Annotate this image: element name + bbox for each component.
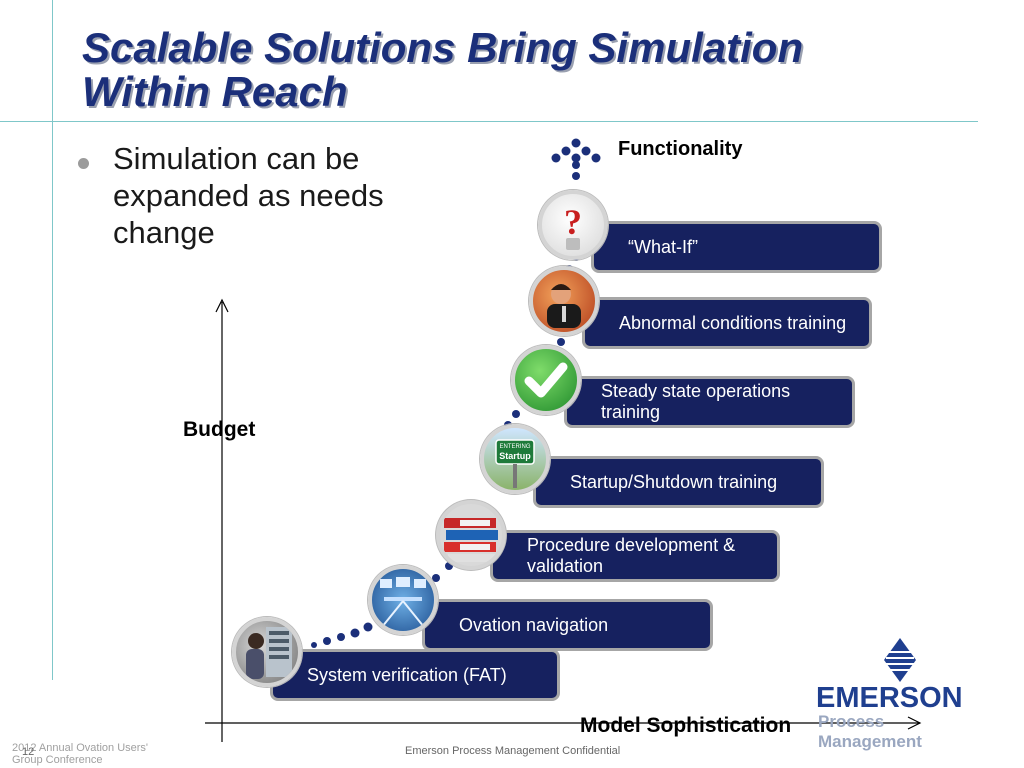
step-steady-state: Steady state operations training <box>564 376 855 428</box>
step-label: System verification (FAT) <box>307 664 507 685</box>
sign-entering-text: ENTERING <box>499 444 530 450</box>
x-axis-label: Model Sophistication <box>580 714 792 737</box>
green-checkmark-icon <box>511 345 581 415</box>
engineer-at-rack-photo-icon <box>232 617 302 687</box>
step-label: Startup/Shutdown training <box>570 471 778 492</box>
step-startup-shutdown: Startup/Shutdown training <box>533 456 824 508</box>
functionality-label: Functionality <box>618 138 743 160</box>
step-abnormal-conditions: Abnormal conditions training <box>582 297 872 349</box>
step-what-if: “What-If” <box>591 221 882 273</box>
step-ovation-navigation: Ovation navigation <box>422 599 713 651</box>
binders-photo-icon <box>436 500 506 570</box>
bullet-dot <box>78 158 89 169</box>
svg-text:?: ? <box>564 202 582 242</box>
step-label: “What-If” <box>628 236 698 257</box>
step-label: Procedure development & validation <box>527 535 736 576</box>
functionality-dots-icon <box>551 138 601 169</box>
bullet-text: Simulation can be expanded as needs chan… <box>113 141 384 250</box>
y-axis-arrowhead <box>215 298 229 313</box>
emerson-subtitle: Process Management <box>818 712 922 751</box>
sign-startup-text: Startup <box>499 451 531 461</box>
step-system-verification: System verification (FAT) <box>270 649 560 701</box>
emerson-logo: EMERSON Process Management <box>816 636 988 751</box>
x-axis-arrowhead <box>907 716 922 730</box>
footer-event: 2012 Annual Ovation Users' Group Confere… <box>12 742 149 766</box>
step-label: Ovation navigation <box>459 614 609 635</box>
footer-confidential: Emerson Process Management Confidential <box>405 745 621 757</box>
step-label: Steady state operations training <box>601 381 791 422</box>
entering-startup-sign-icon: ENTERING Startup <box>480 424 550 494</box>
emerson-wordmark: EMERSON <box>816 682 963 714</box>
emerson-diamond-icon <box>884 638 916 682</box>
slide-title: Scalable Solutions Bring Simulation With… <box>82 24 804 115</box>
question-mark-icon: ? <box>538 190 608 260</box>
step-label: Abnormal conditions training <box>619 312 847 333</box>
step-procedure-development: Procedure development & validation <box>490 530 780 582</box>
stressed-man-photo-icon <box>529 266 599 336</box>
control-screens-photo-icon <box>368 565 438 635</box>
footer-page-number: 12 <box>22 746 35 758</box>
horizontal-accent-line <box>0 121 978 122</box>
y-axis-label: Budget <box>183 418 256 441</box>
vertical-accent-line <box>52 0 53 680</box>
